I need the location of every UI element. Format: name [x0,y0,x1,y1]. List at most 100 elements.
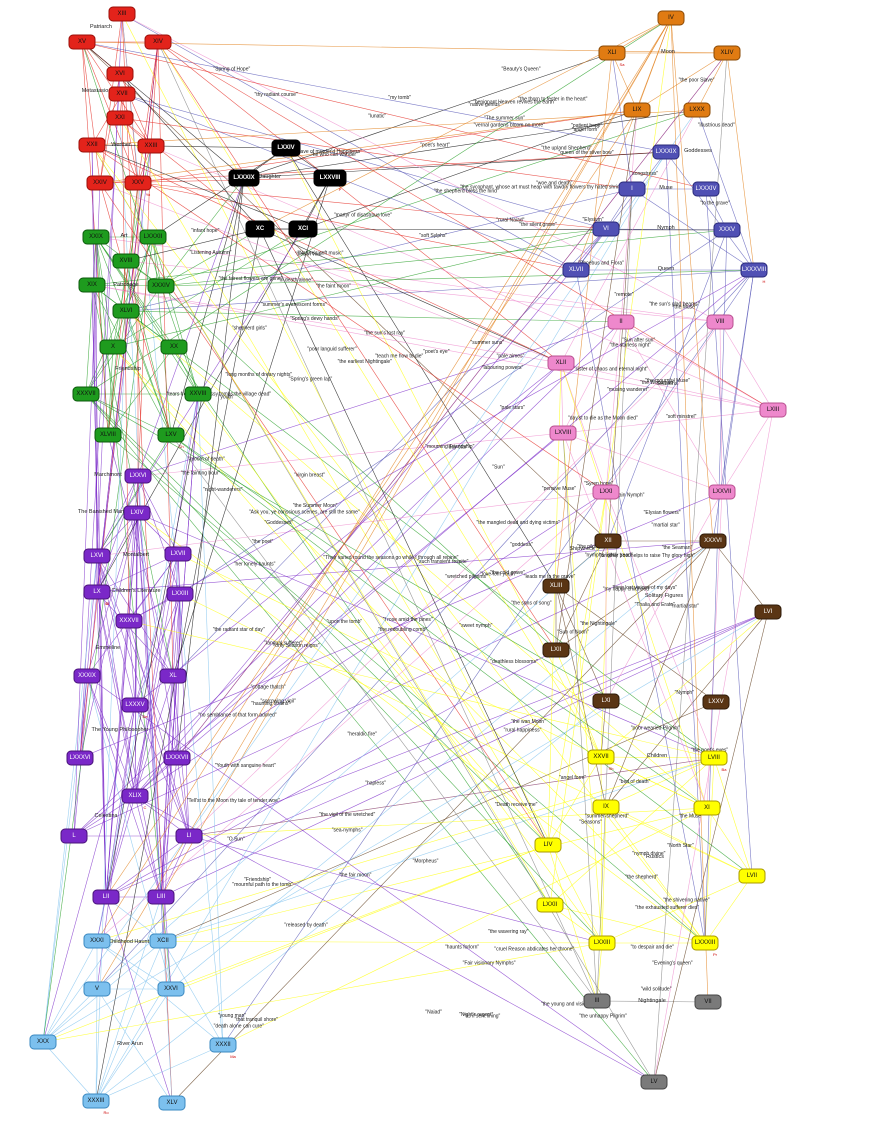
node-xxxiv[interactable]: XXXIV [147,278,175,294]
node-lx[interactable]: LX [83,584,111,600]
node-xli[interactable]: XLI [598,45,626,61]
node-ix[interactable]: IX [592,799,620,815]
node-xxviii[interactable]: XXVIII [184,386,212,402]
node-lxxii[interactable]: LXXII [536,897,564,913]
node-xii[interactable]: XII [594,533,622,549]
node-xxxi[interactable]: XXXI [83,933,111,949]
node-lxxxv[interactable]: LXXXV [121,697,149,713]
node-ii[interactable]: II [607,314,635,330]
node-lv[interactable]: LV [640,1074,668,1090]
node-xlvii[interactable]: XLVII [562,262,590,278]
relation-edge [620,321,723,493]
node-lxxxix-b[interactable]: LXXXIX [652,144,680,160]
node-v[interactable]: V [83,981,111,997]
node-lxxxii[interactable]: LXXXII [139,229,167,245]
node-xlvi[interactable]: XLVI [112,303,140,319]
node-lxxv[interactable]: LXXV [702,694,730,710]
node-lxiii[interactable]: LXIII [759,402,787,418]
node-liii[interactable]: LIII [147,889,175,905]
node-xviii[interactable]: XVIII [112,253,140,269]
node-xvii[interactable]: XVII [108,86,136,102]
node-lxviii[interactable]: LXVIII [549,425,577,441]
node-xix[interactable]: XIX [78,277,106,293]
node-xxxii[interactable]: XXXII [209,1037,237,1053]
node-lxvi[interactable]: LXVI [83,548,111,564]
node-li[interactable]: LI [175,828,203,844]
node-lxxiii[interactable]: LXXIII [166,586,194,602]
node-xx[interactable]: XX [160,339,188,355]
node-xxii[interactable]: XXII [78,137,106,153]
node-lxvii[interactable]: LXVII [164,546,192,562]
node-lxi[interactable]: LXI [592,693,620,709]
relation-edge [665,151,755,271]
node-lvii[interactable]: LVII [738,868,766,884]
node-xxxvii[interactable]: XXXVII [72,386,100,402]
node-xlii[interactable]: XLII [547,355,575,371]
edge-label: "hapless" [365,780,386,786]
node-xi[interactable]: XI [693,800,721,816]
node-lxv[interactable]: LXV [157,427,185,443]
node-xliv[interactable]: XLIV [713,45,741,61]
node-lxxvi[interactable]: LXXVI [124,468,152,484]
node-xxvii[interactable]: XXVII [587,749,615,765]
node-lxxviii[interactable]: LXXVIII [313,169,347,187]
node-viii[interactable]: VIII [706,314,734,330]
node-lxxxvi[interactable]: LXXXVI [66,750,94,766]
node-xxiii[interactable]: XXIII [137,138,165,154]
relation-edge [91,144,98,557]
node-xc[interactable]: XC [245,220,275,238]
node-xci[interactable]: XCI [288,220,318,238]
node-xcii[interactable]: XCII [149,933,177,949]
node-xxx[interactable]: XXX [29,1034,57,1050]
node-xvi[interactable]: XVI [106,66,134,82]
node-xl[interactable]: XL [159,668,187,684]
node-xxxiii[interactable]: XXXIII [82,1093,110,1109]
node-liv[interactable]: LIV [534,837,562,853]
node-lxxxiii[interactable]: LXXXIII [691,935,719,951]
node-xxxv[interactable]: XXXV [713,222,741,238]
node-l[interactable]: L [60,828,88,844]
node-lxxxiv[interactable]: LXXXIV [692,181,720,197]
node-lxii[interactable]: LXII [542,642,570,658]
node-xlix[interactable]: XLIX [121,788,149,804]
node-xxvi[interactable]: XXVI [157,981,185,997]
node-lxiv[interactable]: LXIV [123,505,151,521]
node-lxxxvii[interactable]: LXXXVII [163,750,191,766]
node-lxxi[interactable]: LXXI [592,484,620,500]
node-xxxix[interactable]: XXXIX [73,668,101,684]
node-lii[interactable]: LII [92,889,120,905]
node-xiii[interactable]: XIII [108,6,136,22]
edge-label: "death alone can cure" [214,1024,264,1030]
edge-label: "no semblance of that form adored" [198,713,277,719]
node-xxxvii-p[interactable]: XXXVII [115,613,143,629]
node-lvi[interactable]: LVI [754,604,782,620]
node-box [657,10,685,26]
node-lxxiv[interactable]: LXXIV [271,139,301,157]
node-iii[interactable]: III [583,993,611,1009]
node-lviii[interactable]: LVIII [700,750,728,766]
node-i[interactable]: I [618,181,646,197]
node-lxxxviii[interactable]: LXXXVIII [740,262,768,278]
node-xxiv[interactable]: XXIV [86,175,114,191]
node-xxv[interactable]: XXV [124,175,152,191]
node-label: I [631,186,633,192]
node-xv[interactable]: XV [68,34,96,50]
node-x[interactable]: X [99,339,127,355]
node-xxxvi[interactable]: XXXVI [699,533,727,549]
node-xlv[interactable]: XLV [158,1095,186,1111]
node-xxi[interactable]: XXI [106,110,134,126]
node-lxxxix[interactable]: LXXXIX [228,169,260,187]
node-xxix[interactable]: XXIX [82,229,110,245]
node-xliii[interactable]: XLIII [542,578,570,594]
node-iv[interactable]: IV [657,10,685,26]
node-xiv[interactable]: XIV [144,34,172,50]
node-xlviii[interactable]: XLVIII [94,427,122,443]
node-vi[interactable]: VI [592,221,620,237]
node-lxxvii[interactable]: LXXVII [708,484,736,500]
node-lxxiii-y[interactable]: LXXIII [588,935,616,951]
node-lxxx[interactable]: LXXX [683,102,711,118]
node-vii[interactable]: VII [694,994,722,1010]
node-lix[interactable]: LIX [623,102,651,118]
edge-label: "mourning Friendship" [425,444,474,450]
